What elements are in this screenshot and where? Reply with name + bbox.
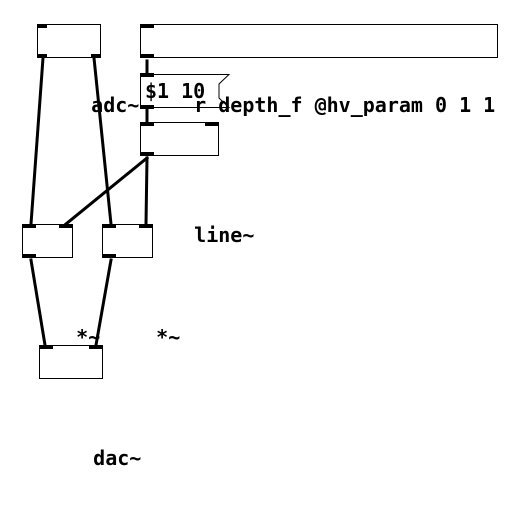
multiply-right-inlet-right[interactable] [139,224,153,228]
multiply-left-inlet-left[interactable] [22,224,36,228]
line-outlet[interactable] [140,152,154,156]
dac-object-label: dac~ [93,446,142,470]
line-inlet-right[interactable] [205,122,219,126]
receive-object[interactable]: r depth_f @hv_param 0 1 1 [140,24,498,117]
wire-adc-left-to-mul-left[interactable] [29,56,45,226]
ramp-message-label: $1 10 [145,79,206,103]
multiply-left-inlet-right[interactable] [59,224,73,228]
patch-canvas[interactable]: adc~ r depth_f @hv_param 0 1 1 $1 10 lin… [0,0,530,470]
multiply-right-outlet[interactable] [102,254,116,258]
receive-object-label: r depth_f @hv_param 0 1 1 [194,93,496,117]
multiply-right-inlet-left[interactable] [102,224,116,228]
adc-outlet-left[interactable] [37,54,47,58]
line-object-label: line~ [194,223,255,247]
multiply-right-label: *~ [156,325,181,349]
wire-adc-right-to-mul-right[interactable] [92,56,113,226]
multiply-left-object[interactable]: *~ [22,224,100,349]
dac-inlet-right[interactable] [89,345,103,349]
multiply-right-object[interactable]: *~ [102,224,180,349]
line-inlet-left[interactable] [140,122,154,126]
receive-inlet[interactable] [140,24,154,28]
adc-object[interactable]: adc~ [37,24,139,117]
adc-inlet[interactable] [37,24,47,28]
dac-inlet-left[interactable] [39,345,53,349]
adc-object-label: adc~ [91,93,140,117]
dac-object[interactable]: dac~ [39,345,141,470]
line-object[interactable]: line~ [140,122,254,247]
adc-outlet-right[interactable] [91,54,101,58]
multiply-left-outlet[interactable] [22,254,36,258]
receive-outlet[interactable] [140,54,154,58]
